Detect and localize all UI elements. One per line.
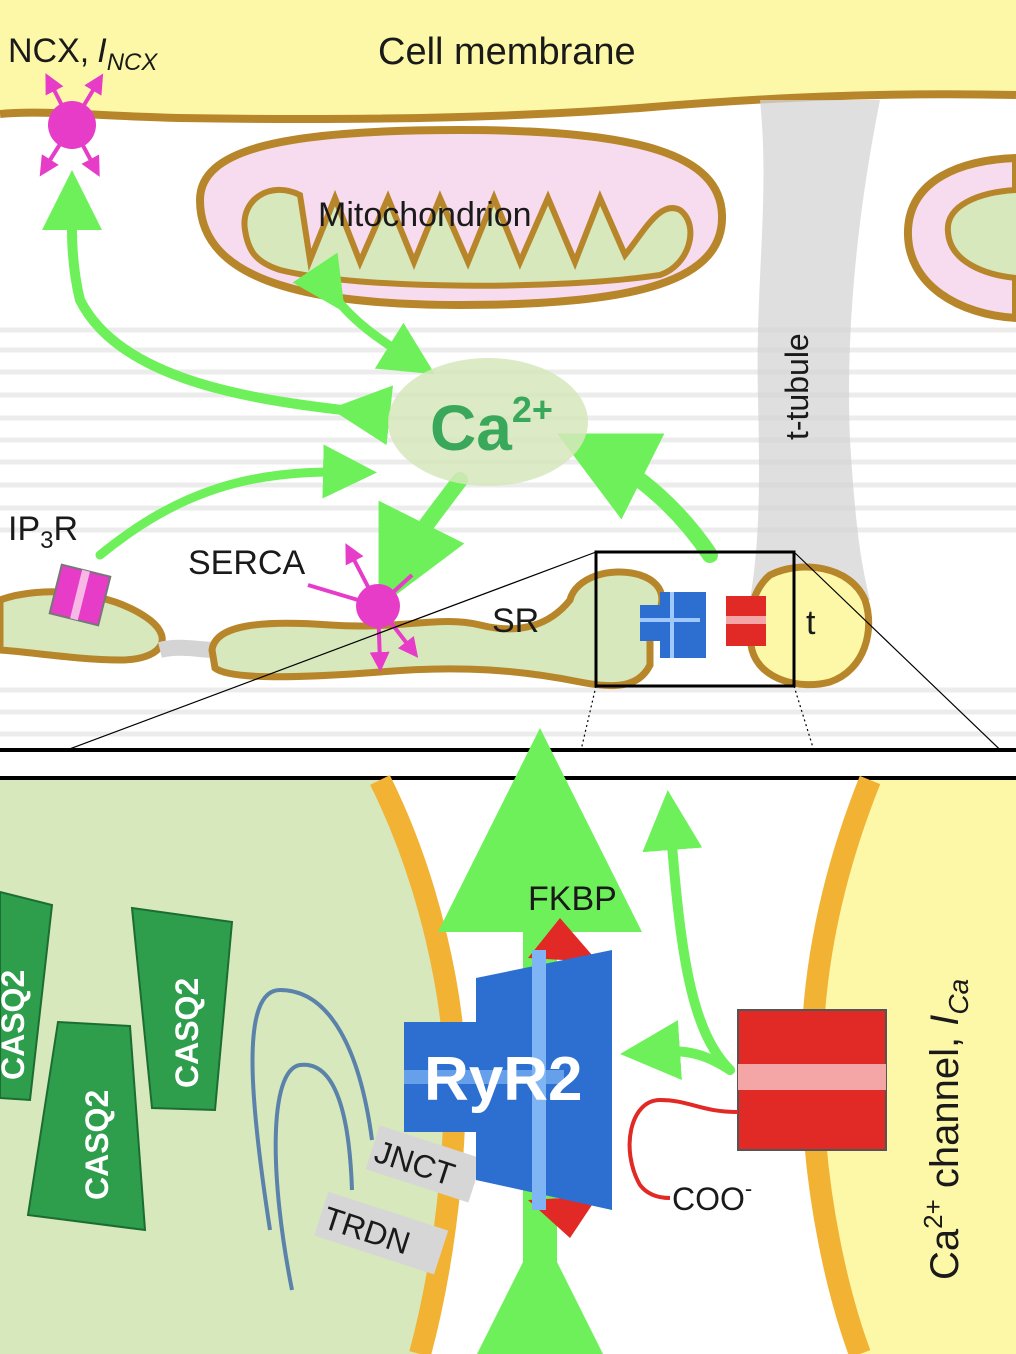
serca-label: SERCA bbox=[188, 544, 305, 582]
cell-membrane-label: Cell membrane bbox=[378, 31, 636, 73]
t-tubule-label: t-tubule bbox=[779, 333, 815, 440]
ryr2-small-icon bbox=[640, 592, 706, 658]
ca-channel-label: Ca2+ channel, ICa bbox=[918, 979, 974, 1280]
ip3r-label: IP3R bbox=[8, 510, 78, 554]
bottom-panel: CASQ2 CASQ2 CASQ2 JNCT TRDN bbox=[0, 728, 1016, 1354]
ca-channel bbox=[627, 1009, 887, 1200]
panel-divider bbox=[0, 750, 1016, 778]
serca-pump-icon bbox=[307, 543, 419, 672]
jnct-trdn-strands bbox=[250, 987, 374, 1291]
t-tubule-lumen bbox=[811, 780, 1016, 1354]
t-tubule bbox=[750, 100, 880, 600]
ip3r-channel-icon bbox=[48, 563, 112, 627]
calcium-ion-pool bbox=[388, 358, 588, 486]
casq2-proteins: CASQ2 CASQ2 CASQ2 bbox=[0, 890, 234, 1232]
svg-text:CASQ2: CASQ2 bbox=[0, 970, 31, 1080]
coo-label: COO- bbox=[672, 1176, 752, 1217]
t-label: t bbox=[806, 604, 816, 642]
sr-label: SR bbox=[492, 602, 539, 640]
trdn-label-box: TRDN bbox=[314, 1191, 449, 1275]
svg-text:CASQ2: CASQ2 bbox=[79, 1090, 115, 1200]
ncx-exchanger-icon bbox=[39, 73, 104, 177]
casq2-block bbox=[0, 890, 54, 1102]
zoom-box bbox=[594, 550, 796, 688]
mitochondrion-label: Mitochondrion bbox=[318, 196, 532, 234]
cell-membrane bbox=[0, 0, 1016, 119]
casq2-block bbox=[130, 906, 234, 1112]
ca-channel-small-icon bbox=[726, 596, 766, 646]
ryr2-channel: RyR2 bbox=[404, 950, 612, 1210]
calcium-flux-arrows bbox=[41, 170, 718, 608]
calcium-label: Ca2+ bbox=[430, 389, 553, 464]
casq2-block bbox=[26, 1020, 147, 1232]
svg-text:RyR2: RyR2 bbox=[424, 1045, 583, 1114]
ncx-label: NCX,INCX bbox=[8, 32, 158, 76]
fkbp-label: FKBP bbox=[528, 880, 617, 918]
svg-text:CASQ2: CASQ2 bbox=[169, 978, 205, 1088]
